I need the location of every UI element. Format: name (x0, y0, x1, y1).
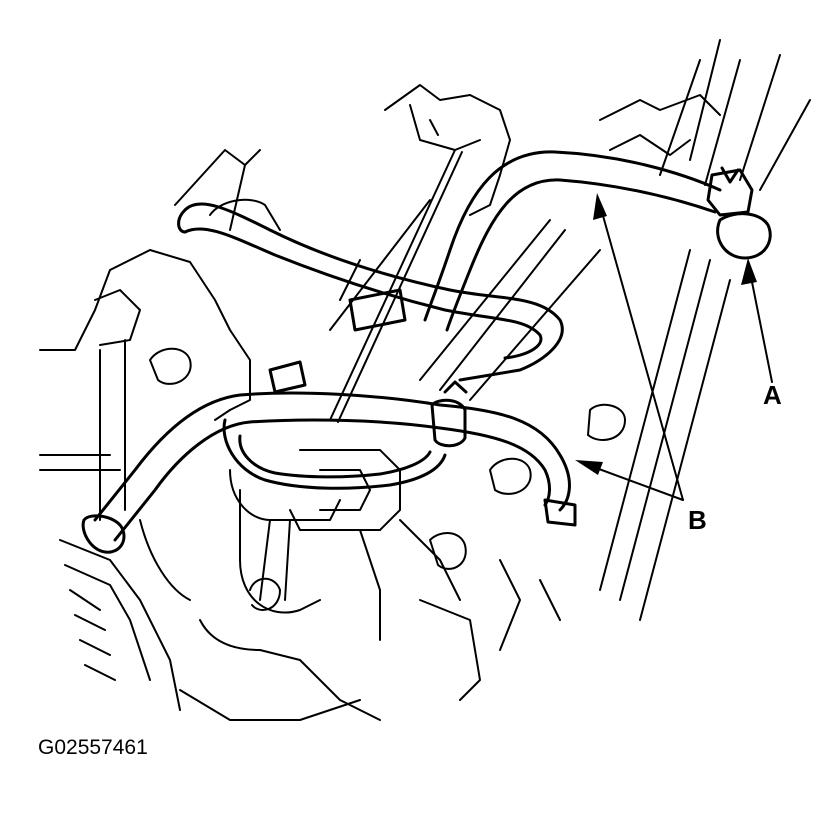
hose-b-lower (93, 391, 571, 542)
callout-a-label: A (763, 380, 782, 410)
engine-background (39, 39, 811, 721)
leader-lines (579, 197, 773, 501)
hose-secondary (177, 202, 564, 382)
figure-id: G02557461 (38, 736, 148, 759)
clamps (81, 166, 772, 554)
arrow-heads (575, 193, 757, 475)
callout-b-label: B (688, 505, 707, 535)
hose-b-upper (423, 150, 722, 332)
